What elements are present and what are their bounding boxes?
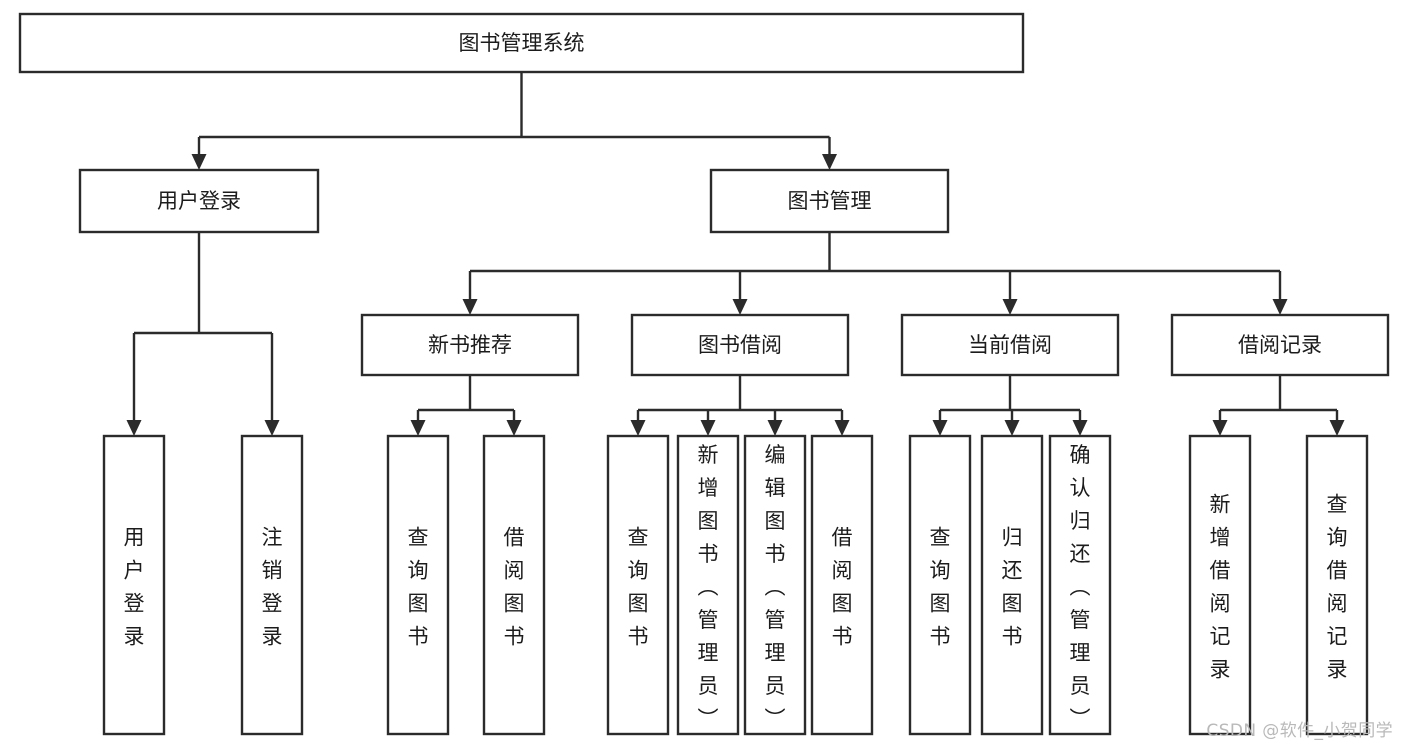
node-book-borrow[interactable]: 图书借阅 — [630, 313, 850, 377]
node-leaf-add-record[interactable]: 新增借阅记录 — [1188, 434, 1252, 736]
node-label-leaf-borrow-book-2: 借阅图书 — [832, 526, 853, 649]
node-box-leaf-user-login — [102, 434, 166, 736]
node-label-book-borrow: 图书借阅 — [698, 333, 782, 357]
node-label-leaf-query-book-2: 查询图书 — [628, 526, 649, 649]
node-label-root: 图书管理系统 — [459, 31, 585, 55]
node-box-leaf-return-book — [980, 434, 1044, 736]
arrow-head-icon — [1212, 420, 1228, 436]
arrow-head-icon — [462, 299, 478, 315]
arrow-head-icon — [410, 420, 426, 436]
node-box-book-manage — [709, 168, 950, 234]
node-label-new-book-recommend: 新书推荐 — [428, 333, 512, 357]
node-leaf-user-login[interactable]: 用户登录 — [102, 434, 166, 736]
node-label-leaf-user-logout: 注销登录 — [262, 526, 283, 649]
node-leaf-edit-book[interactable]: 编辑图书︵管理员︶ — [743, 434, 807, 736]
node-box-root — [18, 12, 1025, 74]
node-new-book-recommend[interactable]: 新书推荐 — [360, 313, 580, 377]
node-box-leaf-confirm-return — [1048, 434, 1112, 736]
node-leaf-query-book-2[interactable]: 查询图书 — [606, 434, 670, 736]
node-label-leaf-borrow-book-1: 借阅图书 — [504, 526, 525, 649]
node-label-leaf-query-book-3: 查询图书 — [930, 526, 951, 649]
arrow-head-icon — [834, 420, 850, 436]
node-label-user-login: 用户登录 — [157, 189, 241, 213]
node-label-leaf-query-book-1: 查询图书 — [408, 526, 429, 649]
arrow-head-icon — [732, 299, 748, 315]
node-leaf-user-logout[interactable]: 注销登录 — [240, 434, 304, 736]
arrow-head-icon — [630, 420, 646, 436]
node-leaf-borrow-book-2[interactable]: 借阅图书 — [810, 434, 874, 736]
arrow-head-icon — [1002, 299, 1018, 315]
arrow-head-icon — [1004, 420, 1020, 436]
node-box-leaf-user-logout — [240, 434, 304, 736]
arrow-head-icon — [126, 420, 142, 436]
node-label-leaf-query-record: 查询借阅记录 — [1327, 493, 1348, 682]
node-box-leaf-query-book-1 — [386, 434, 450, 736]
node-box-leaf-query-book-3 — [908, 434, 972, 736]
arrow-head-icon — [822, 154, 837, 170]
node-borrow-record[interactable]: 借阅记录 — [1170, 313, 1390, 377]
node-label-leaf-add-record: 新增借阅记录 — [1210, 493, 1231, 682]
arrow-head-icon — [932, 420, 948, 436]
arrow-head-icon — [1272, 299, 1288, 315]
arrow-head-icon — [767, 420, 783, 436]
connector-lines-layer — [126, 72, 1345, 436]
node-box-leaf-add-record — [1188, 434, 1252, 736]
arrow-head-icon — [264, 420, 280, 436]
node-label-current-borrow: 当前借阅 — [968, 333, 1052, 357]
node-book-manage[interactable]: 图书管理 — [709, 168, 950, 234]
node-user-login[interactable]: 用户登录 — [78, 168, 320, 234]
node-box-leaf-edit-book — [743, 434, 807, 736]
node-box-leaf-borrow-book-1 — [482, 434, 546, 736]
node-root[interactable]: 图书管理系统 — [18, 12, 1025, 74]
node-box-current-borrow — [900, 313, 1120, 377]
node-box-leaf-query-record — [1305, 434, 1369, 736]
node-label-leaf-user-login: 用户登录 — [124, 526, 145, 649]
diagram-nodes-layer: 图书管理系统用户登录用户登录注销登录图书管理新书推荐查询图书借阅图书图书借阅查询… — [18, 12, 1390, 736]
node-label-borrow-record: 借阅记录 — [1238, 333, 1322, 357]
arrow-head-icon — [506, 420, 522, 436]
node-leaf-return-book[interactable]: 归还图书 — [980, 434, 1044, 736]
node-leaf-query-book-1[interactable]: 查询图书 — [386, 434, 450, 736]
node-leaf-query-record[interactable]: 查询借阅记录 — [1305, 434, 1369, 736]
node-leaf-add-book[interactable]: 新增图书︵管理员︶ — [676, 434, 740, 736]
node-label-leaf-return-book: 归还图书 — [1002, 526, 1023, 649]
node-label-book-manage: 图书管理 — [788, 189, 872, 213]
arrow-head-icon — [700, 420, 716, 436]
node-box-leaf-query-book-2 — [606, 434, 670, 736]
node-leaf-confirm-return[interactable]: 确认归还︵管理员︶ — [1048, 434, 1112, 736]
arrow-head-icon — [1072, 420, 1088, 436]
node-leaf-query-book-3[interactable]: 查询图书 — [908, 434, 972, 736]
node-label-leaf-edit-book: 编辑图书︵管理员︶ — [765, 443, 786, 731]
node-box-new-book-recommend — [360, 313, 580, 377]
node-box-borrow-record — [1170, 313, 1390, 377]
node-current-borrow[interactable]: 当前借阅 — [900, 313, 1120, 377]
node-label-leaf-add-book: 新增图书︵管理员︶ — [698, 443, 719, 731]
node-box-leaf-borrow-book-2 — [810, 434, 874, 736]
arrow-head-icon — [191, 154, 207, 170]
node-box-book-borrow — [630, 313, 850, 377]
arrow-head-icon — [1329, 420, 1345, 436]
node-leaf-borrow-book-1[interactable]: 借阅图书 — [482, 434, 546, 736]
node-box-leaf-add-book — [676, 434, 740, 736]
node-label-leaf-confirm-return: 确认归还︵管理员︶ — [1070, 443, 1091, 731]
csdn-watermark: CSDN @软件_小贺同学 — [1206, 721, 1393, 741]
node-box-user-login — [78, 168, 320, 234]
